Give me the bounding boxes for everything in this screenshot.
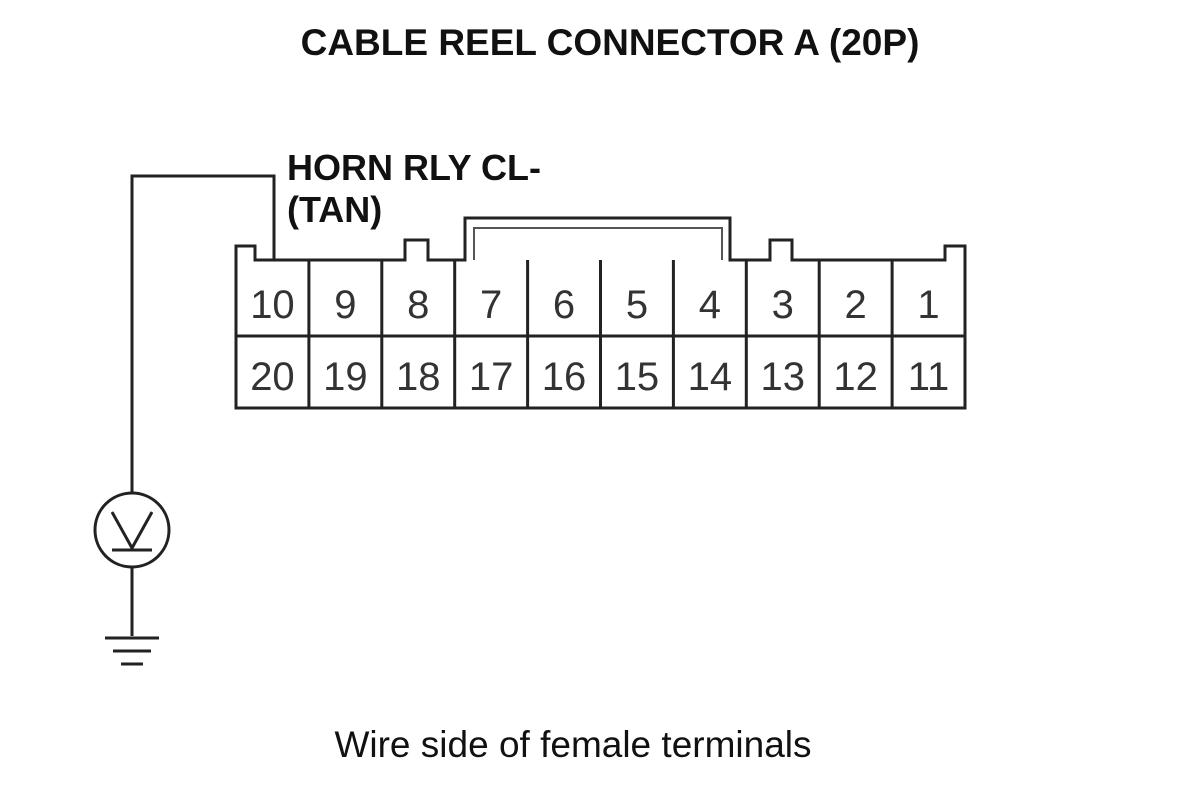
diagram-title: CABLE REEL CONNECTOR A (20P) bbox=[301, 22, 920, 63]
pin-row-bottom: 20 19 18 17 16 15 14 13 12 11 bbox=[250, 355, 949, 399]
pin-number: 2 bbox=[845, 283, 867, 327]
pin-number: 15 bbox=[615, 355, 660, 399]
pin-number: 14 bbox=[688, 355, 733, 399]
pin-number: 20 bbox=[250, 355, 295, 399]
wire-label-color: (TAN) bbox=[287, 189, 382, 230]
pin-number: 18 bbox=[396, 355, 441, 399]
pin-number: 19 bbox=[323, 355, 368, 399]
pin-number: 17 bbox=[469, 355, 514, 399]
pin-number: 16 bbox=[542, 355, 587, 399]
wire-label-name: HORN RLY CL- bbox=[287, 147, 541, 188]
pin-number: 7 bbox=[480, 283, 502, 327]
pin-number: 13 bbox=[761, 355, 806, 399]
pin-number: 5 bbox=[626, 283, 648, 327]
pin-number: 8 bbox=[407, 283, 429, 327]
pin-number: 3 bbox=[772, 283, 794, 327]
pin-number: 1 bbox=[917, 283, 939, 327]
pin-number: 4 bbox=[699, 283, 721, 327]
test-lead-wire bbox=[130, 174, 276, 494]
voltmeter-icon bbox=[93, 491, 171, 569]
pin-number: 11 bbox=[908, 355, 950, 399]
pin-number: 10 bbox=[250, 283, 295, 327]
diagram-caption: Wire side of female terminals bbox=[334, 724, 811, 765]
pin-number: 6 bbox=[553, 283, 575, 327]
cavity-dividers bbox=[307, 260, 894, 408]
pin-number: 9 bbox=[334, 283, 356, 327]
pin-row-top: 10 9 8 7 6 5 4 3 2 1 bbox=[250, 283, 939, 327]
ground-icon bbox=[105, 636, 159, 666]
pin-number: 12 bbox=[833, 355, 878, 399]
